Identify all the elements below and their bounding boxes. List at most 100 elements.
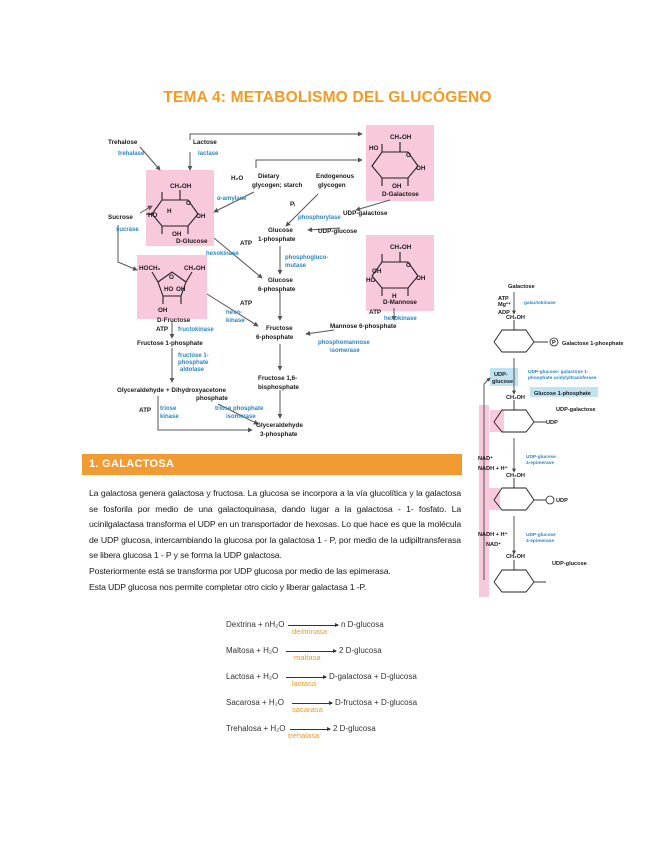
endogenous-glycogen-l1: Endogenous [316,173,355,180]
reaction-products: 2 D-glucosa [333,724,376,733]
right-nad-2: NAD⁺ [486,541,501,548]
dihydroxyacetone-l1: + Dihydroxyacetone [166,387,227,394]
glucose-pink-box [146,170,214,246]
mannose-ch2oh: CH₂OH [390,244,412,251]
phosphate-circle-1 [549,337,559,347]
mannose-oh2: OH [416,275,426,282]
right-udp-glucose-l2: glucose [492,379,513,385]
g3p-l1: Glyceraldehyde [256,422,303,429]
right-epimerase-l1: UDP-glucose [526,454,556,460]
fructokinase-enzyme: fructokinase [178,327,214,333]
phosphate-circle-2 [545,495,555,505]
fructose-f6p-arrow [206,293,259,327]
phosphoglucomutase-l1: phosphogluco- [285,255,328,261]
reaction-arrow [286,675,327,679]
udp-glucose-blue-box [490,368,518,386]
reaction-enzyme: lactasa [292,679,317,688]
epimerase-pink-box [486,488,500,510]
endogenous-arrow [285,193,319,227]
glucose-6p-l1: Glucose [268,277,293,284]
reaction-arrow [290,727,331,731]
mannose-ring-structure [371,252,419,296]
right-nadh-2: NADH + H⁺ [478,531,508,538]
reaction-reactants: Sacarosa + H₂O [226,698,285,707]
reaction-reactants: Maltosa + H₂O [226,646,279,655]
glucose-g6p-arrow [213,237,263,279]
udp-galactose-pink-box [490,410,504,432]
galactose-oh: OH [416,165,426,172]
glucose-ring-structure [146,190,199,234]
mannose-o: O [406,262,411,269]
atp-label-2: ATP [240,300,252,307]
d-glucose-label: D-Glucose [176,238,208,245]
fructose-oh: OH [176,286,186,293]
udp-glucose-arrow [307,227,341,233]
right-ch2oh-4: CH₂OH [506,554,525,560]
fructose-oh2: OH [158,307,168,314]
fructose-ho: HO [164,286,174,293]
h2o-label: H₂O [231,175,243,182]
mannose-ho: HO [366,277,376,284]
dietary-glycogen-l2: glycogen; starch [252,182,303,189]
reaction-enzyme: maltasa [294,653,321,662]
hexokinase3-enzyme: hexokinase [384,316,417,322]
atp-label-1: ATP [240,240,252,247]
right-udp-galactose: UDP-galactose [556,407,595,413]
reaction-row: Maltosa + H₂O maltasa 2 D-glucosa [222,639,462,665]
page-title: TEMA 4: METABOLISMO DEL GLUCÓGENO [163,89,492,106]
glyceraldehyde-g3p-arrow [157,396,253,433]
reaction-enzyme: dextrinasa [292,627,328,636]
reaction-row: Dextrina + nH₂O dextrinasa n D-glucosa [222,613,462,639]
udp-glucose-recycle-arrow [483,377,491,580]
atp-label-5: ATP [139,407,151,414]
trehalase-enzyme: trehalase [118,151,145,157]
dha-g3p-arrow [217,403,259,425]
right-udp-2: UDP [556,498,568,504]
glucose-ho: HO [148,212,158,219]
atp-label-4: ATP [156,326,168,333]
right-galactokinase: galactokinase [524,300,556,306]
alpha-amylase-enzyme: α-amylase [217,196,247,202]
glucose-oh2: OH [172,231,182,238]
right-udp-glucose-bottom: UDP-glucose [552,561,587,567]
fructose-6p-l2: 6-phosphate [256,334,294,341]
galactose-ho: HO [369,145,379,152]
right-epimerase-l2: 4-epimerase [526,460,554,466]
right-ch2oh-3: CH₂OH [506,473,525,479]
mannose-h: H [392,293,397,300]
reaction-reactants: Lactosa + H₂O [226,672,279,681]
glucose-ch2oh: CH₂OH [170,183,192,190]
reaction-products: 2 D-glucosa [339,646,382,655]
fructose-1p-label: Fructose 1-phosphate [137,340,203,347]
glucose-1p-blue-box [530,387,598,397]
triose-isomerase-l1: triose phosphate [215,406,264,412]
reaction-arrow [288,623,339,627]
f1p-aldolase-l1: fructose 1- [178,353,209,359]
right-nadh-1: NADH + H⁺ [478,465,508,472]
fructose-ring-structure [151,271,193,304]
galactose-pathway-diagram: Galactose ATP Mg²⁺ galactokinase ADP CH₂… [478,284,624,597]
mannose-6p-label: Mannose 6-phosphate [330,323,397,330]
reaction-products: n D-glucosa [341,620,384,629]
galactose-ch2oh: CH₂OH [390,134,412,141]
triose-isomerase-l2: isomerase [226,414,256,420]
right-epimerase2-l2: 4-epimerase [526,538,554,544]
right-glucose-1p: Glucose 1-phosphate [534,391,591,397]
sucrose-label: Sucrose [108,214,133,221]
right-atp-label: ATP [498,296,509,302]
reaction-enzyme: trehalasa [288,731,320,740]
galactosa-body-text: La galactosa genera galactosa y fructosa… [89,486,461,595]
endogenous-glycogen-l2: glycogen [318,182,346,189]
f1p-aldolase-l2: phosphate [178,360,209,366]
lactase-enzyme: lactase [198,151,219,157]
phosphomannose-isomerase-l2: isomerase [330,348,360,354]
reaction-row: Trehalosa + H₂O trehalasa 2 D-glucosa [222,717,462,743]
reaction-products: D-fructosa + D-glucosa [335,698,418,707]
right-epimerase2-l1: UDP-glucose [526,532,556,538]
dihydroxyacetone-l2: phosphate [196,395,228,402]
ring-1 [493,329,535,353]
f1p-aldolase-l3: aldolase [180,367,205,373]
ring-4 [493,569,535,593]
lactose-label: Lactose [193,139,217,146]
